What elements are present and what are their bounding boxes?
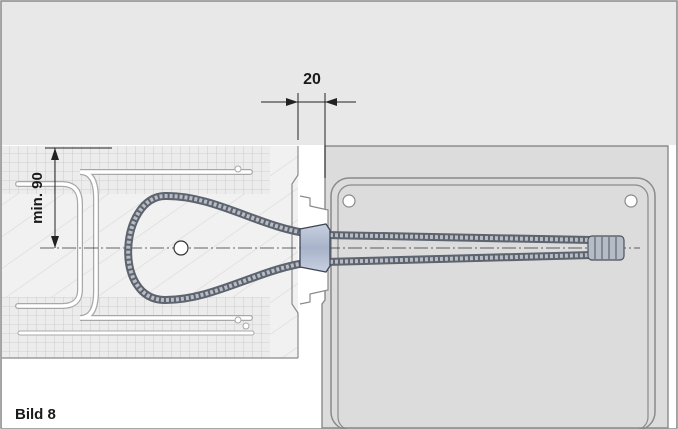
panel-inner-rebar-outline xyxy=(330,177,656,429)
joint-edge-left xyxy=(291,146,299,358)
rebar-stirrup xyxy=(15,165,255,336)
centre-hole xyxy=(173,240,189,256)
cable-end-ferrule xyxy=(587,235,625,261)
cable-sleeve xyxy=(299,223,331,273)
dimension-gap xyxy=(261,93,356,178)
wire-rope-loop xyxy=(124,191,593,305)
dimension-gap-label: 20 xyxy=(303,71,321,88)
panel-hole-right xyxy=(624,194,638,208)
panel-hole-left xyxy=(342,194,356,208)
dimension-embed-depth xyxy=(45,147,112,248)
left-concrete-element xyxy=(2,146,299,359)
right-concrete-element xyxy=(321,145,669,429)
figure-label: Bild 8 xyxy=(15,406,56,423)
dimension-embed-depth-label: min. 90 xyxy=(29,172,46,224)
